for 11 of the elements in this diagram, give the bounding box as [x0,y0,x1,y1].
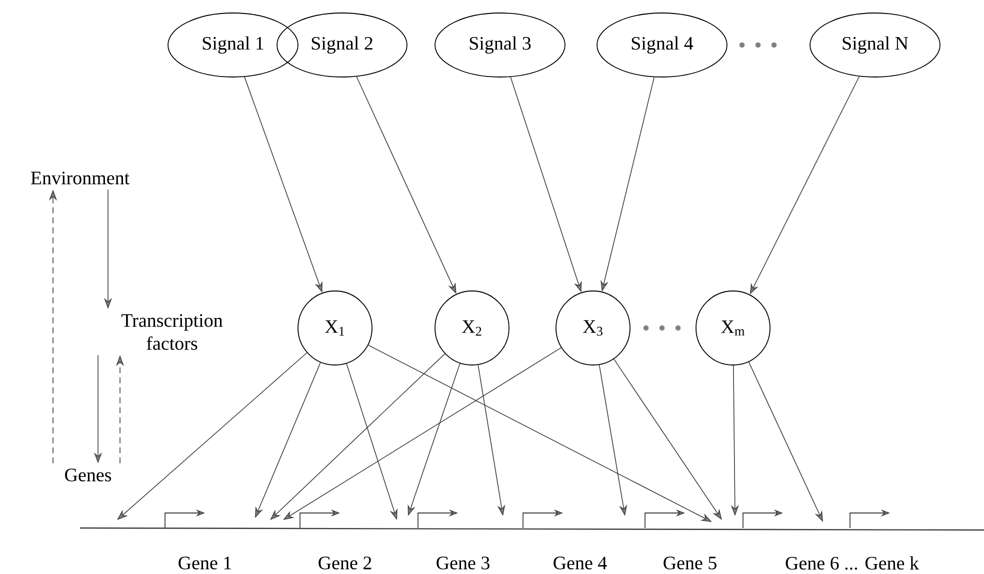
level-label: Transcription factors [122,314,223,350]
gene-label: Gene 4 [554,556,607,570]
gene-label: Gene 2 [318,556,372,570]
level-label: Environment [30,172,130,184]
arrow [117,352,308,520]
gene-label: Gene 3 [436,556,490,570]
level-label: Genes [65,468,112,482]
gene-label: Gene 1 [178,556,232,570]
gene-label: Gene 6 ... Gene k [786,556,920,570]
gene-label: Gene 5 [664,556,716,570]
arrow [270,353,446,520]
